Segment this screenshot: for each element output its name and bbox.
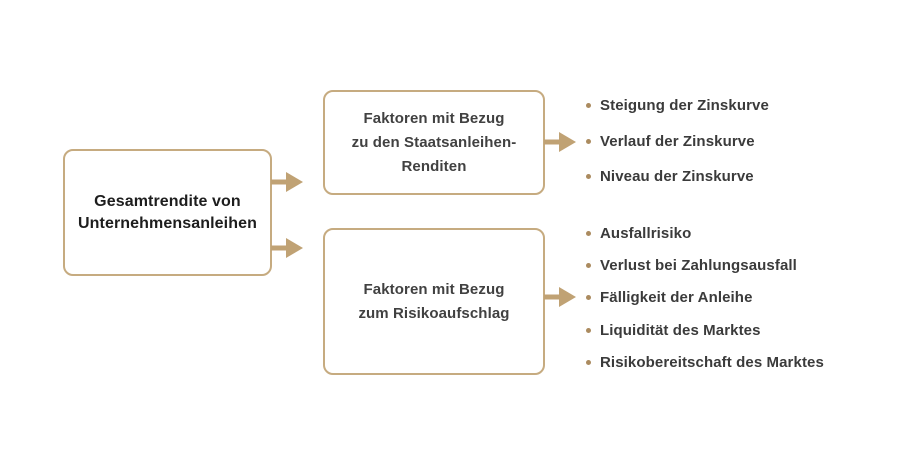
bullet-dot-icon	[586, 230, 591, 236]
bullet-dot-icon	[586, 295, 591, 301]
bullet-dot-icon	[586, 174, 591, 180]
list-item-label: Liquidität des Marktes	[600, 321, 761, 339]
bullet-dot-icon	[586, 359, 591, 365]
arrow-right-icon	[271, 238, 303, 258]
list-item: Fälligkeit der Anleihe	[586, 282, 824, 314]
risk-premium-factors-box: Faktoren mit Bezug zum Risikoaufschlag	[323, 228, 545, 375]
arrow-right-icon	[544, 287, 576, 307]
list-item-label: Fälligkeit der Anleihe	[600, 289, 753, 307]
list-item-label: Verlauf der Zinskurve	[600, 132, 755, 150]
government-bond-factors-list: Steigung der Zinskurve Verlauf der Zinsk…	[586, 88, 769, 195]
list-item-label: Ausfallrisiko	[600, 224, 692, 242]
root-box-label: Gesamtrendite von Unternehmensanleihen	[78, 192, 257, 232]
list-item-label: Verlust bei Zahlungsausfall	[600, 256, 797, 274]
bullet-dot-icon	[586, 103, 591, 109]
list-item: Verlust bei Zahlungsausfall	[586, 249, 824, 281]
government-bond-factors-box: Faktoren mit Bezug zu den Staatsanleihen…	[323, 90, 545, 195]
arrow-right-icon	[271, 172, 303, 192]
government-bond-factors-label: Faktoren mit Bezug zu den Staatsanleihen…	[351, 109, 517, 175]
list-item: Risikobereitschaft des Marktes	[586, 346, 824, 378]
list-item: Steigung der Zinskurve	[586, 88, 769, 124]
list-item-label: Risikobereitschaft des Marktes	[600, 353, 824, 371]
bullet-dot-icon	[586, 327, 591, 333]
risk-premium-factors-list: Ausfallrisiko Verlust bei Zahlungsausfal…	[586, 217, 824, 378]
list-item-label: Niveau der Zinskurve	[600, 168, 754, 186]
bullet-dot-icon	[586, 262, 591, 268]
list-item: Verlauf der Zinskurve	[586, 124, 769, 160]
risk-premium-factors-label: Faktoren mit Bezug zum Risikoaufschlag	[358, 280, 510, 322]
list-item: Ausfallrisiko	[586, 217, 824, 249]
bullet-dot-icon	[586, 138, 591, 144]
root-box: Gesamtrendite von Unternehmensanleihen	[63, 149, 272, 276]
list-item: Liquidität des Marktes	[586, 314, 824, 346]
list-item: Niveau der Zinskurve	[586, 159, 769, 195]
list-item-label: Steigung der Zinskurve	[600, 97, 769, 115]
arrow-right-icon	[544, 132, 576, 152]
